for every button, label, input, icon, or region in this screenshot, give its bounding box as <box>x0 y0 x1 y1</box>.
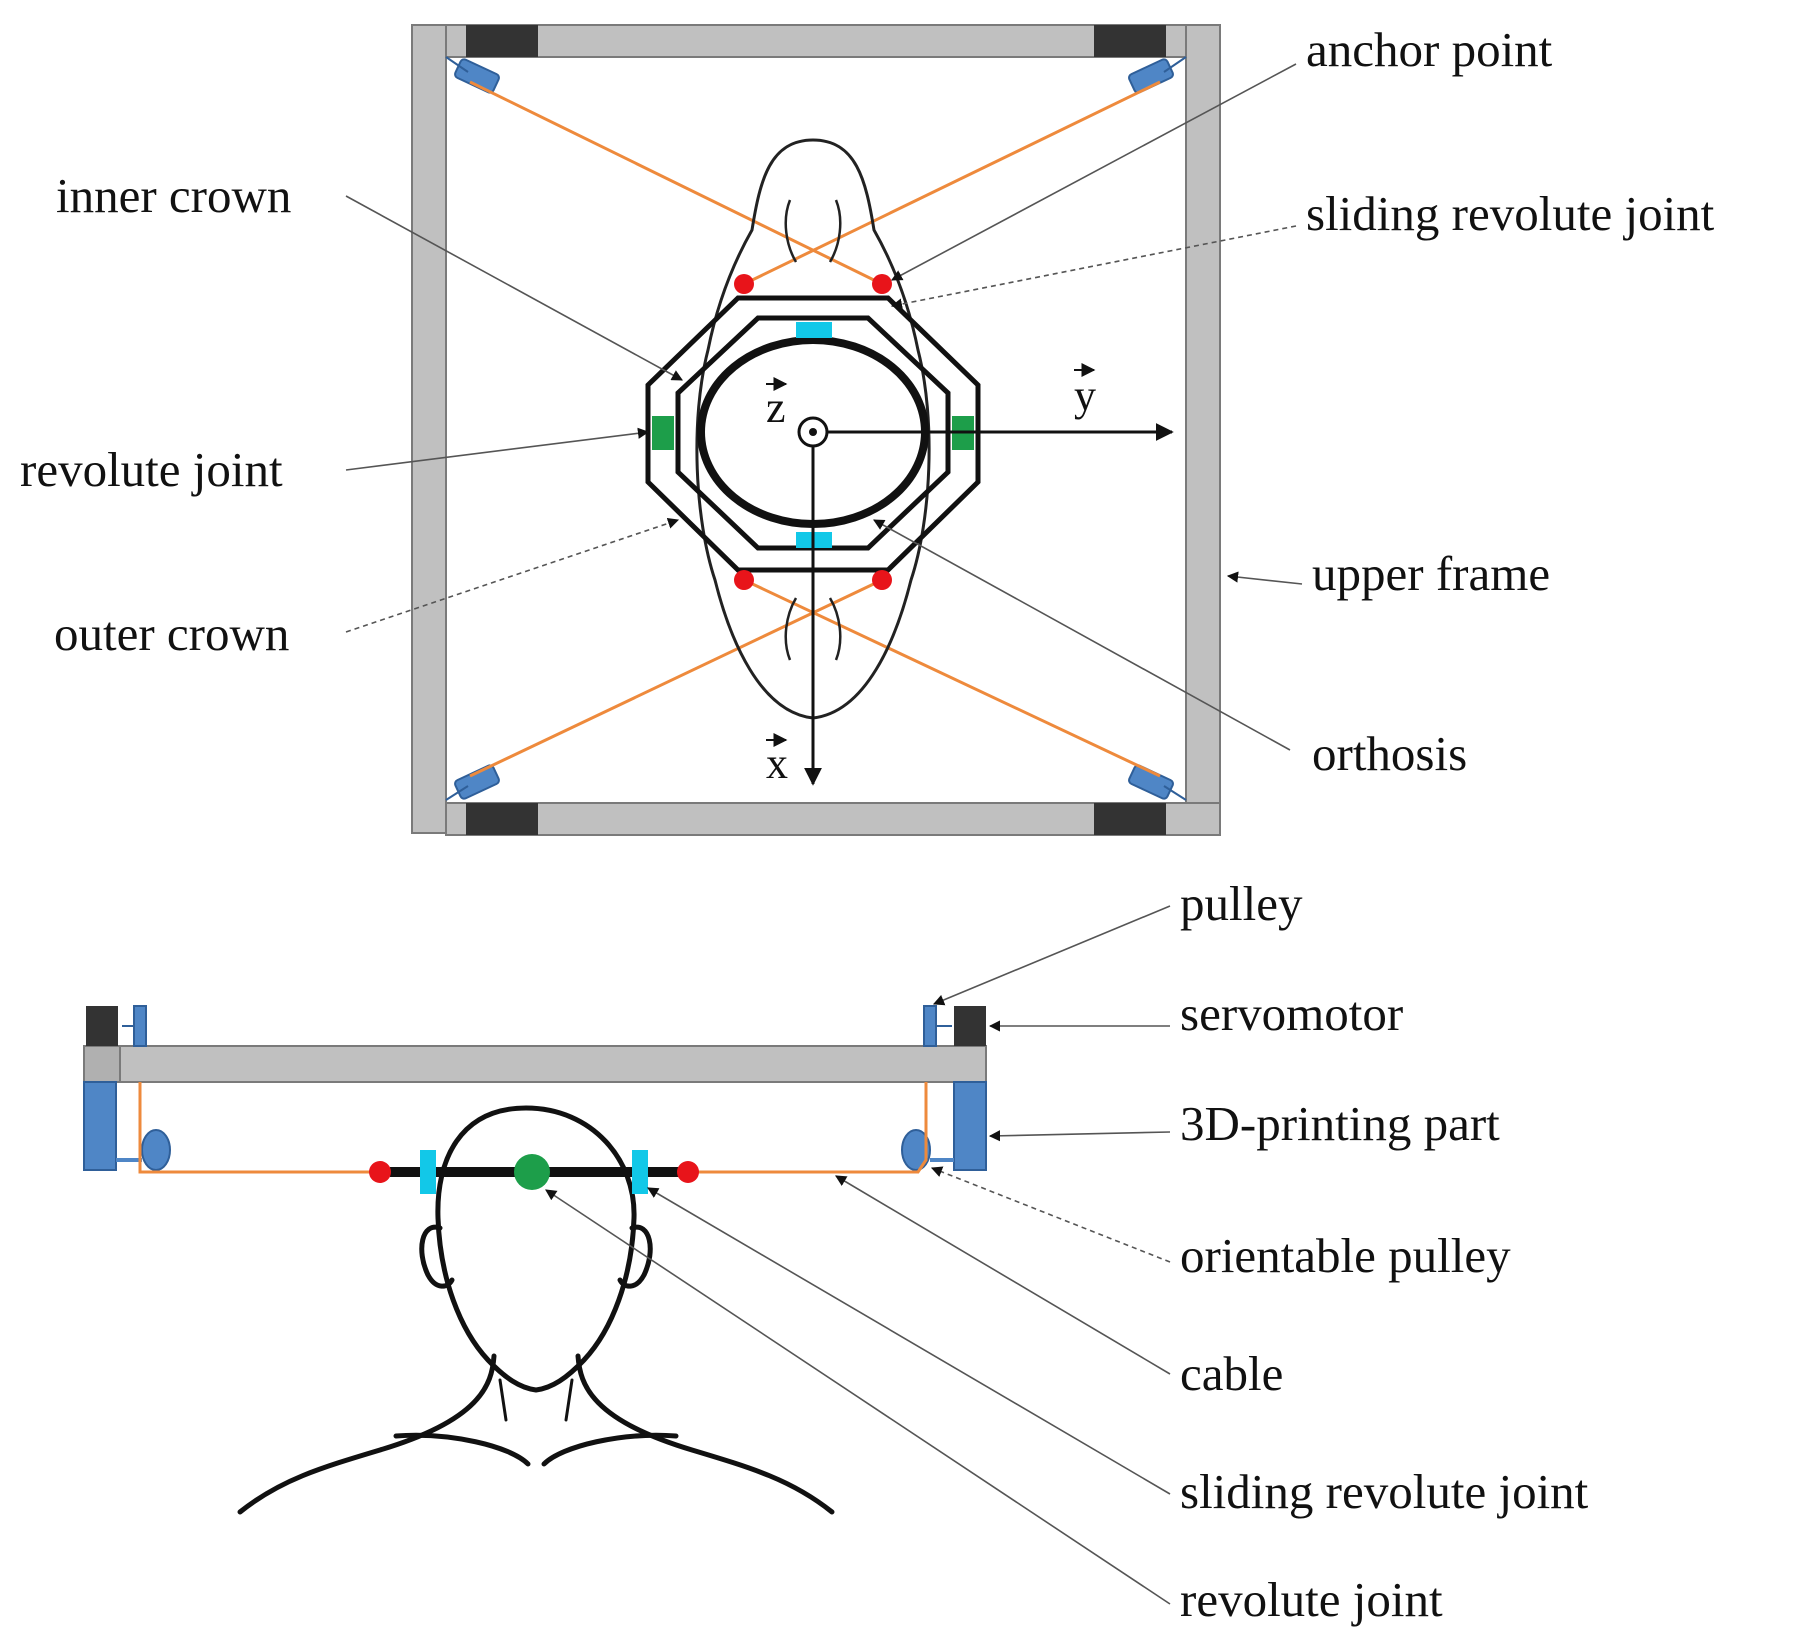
servomotor-right <box>954 1006 986 1046</box>
printed-part-right <box>953 1081 987 1171</box>
corner-pulleys-top <box>445 56 1187 801</box>
orientable-pulley-left <box>141 1129 171 1171</box>
head-and-shoulders <box>237 1105 835 1515</box>
sliding-revolute-joint-left <box>420 1150 436 1194</box>
pulleys-front <box>122 1005 952 1047</box>
upper-frame-beam <box>83 1045 987 1083</box>
top-view: y z x <box>411 24 1221 836</box>
label-outer-crown: outer crown <box>54 606 289 661</box>
label-cable: cable <box>1180 1346 1283 1401</box>
label-inner-crown: inner crown <box>56 168 291 223</box>
label-servomotor: servomotor <box>1180 986 1403 1041</box>
label-orientable-pulley: orientable pulley <box>1180 1228 1511 1283</box>
servomotors-top <box>466 25 1166 835</box>
anchor-point-right <box>677 1161 699 1183</box>
label-sliding-revolute-joint-top: sliding revolute joint <box>1306 186 1715 241</box>
label-pulley: pulley <box>1180 876 1303 931</box>
sliding-revolute-joint-top <box>796 322 832 338</box>
y-axis-label: y <box>1074 371 1096 420</box>
label-revolute-joint-top: revolute joint <box>20 442 283 497</box>
x-axis-label: x <box>766 739 788 788</box>
revolute-joint-left <box>652 416 674 450</box>
revolute-joint-front <box>514 1154 550 1190</box>
label-upper-frame: upper frame <box>1312 546 1550 601</box>
servomotor-left <box>86 1006 118 1046</box>
label-sliding-revolute-joint-bottom: sliding revolute joint <box>1180 1464 1589 1519</box>
outer-crown <box>645 295 981 573</box>
cables-front <box>138 1082 928 1174</box>
labels: anchor point inner crown sliding revolut… <box>20 22 1715 1627</box>
leader-lines <box>345 63 1303 1605</box>
orientable-pulley-right <box>901 1129 931 1171</box>
sliding-revolute-joint-right <box>632 1150 648 1194</box>
front-view <box>83 1005 987 1515</box>
inner-crown <box>675 315 951 551</box>
label-revolute-joint-bottom: revolute joint <box>1180 1572 1443 1627</box>
upper-frame <box>411 24 1221 836</box>
label-anchor-point: anchor point <box>1306 22 1553 77</box>
z-axis-label: z <box>766 383 786 432</box>
label-3d-printing-part: 3D-printing part <box>1180 1096 1500 1151</box>
label-orthosis: orthosis <box>1312 726 1467 781</box>
coordinate-axes: y z x <box>766 363 1174 788</box>
printed-part-left <box>83 1081 117 1171</box>
anchor-point-left <box>369 1161 391 1183</box>
anchor-points-top <box>734 274 892 590</box>
